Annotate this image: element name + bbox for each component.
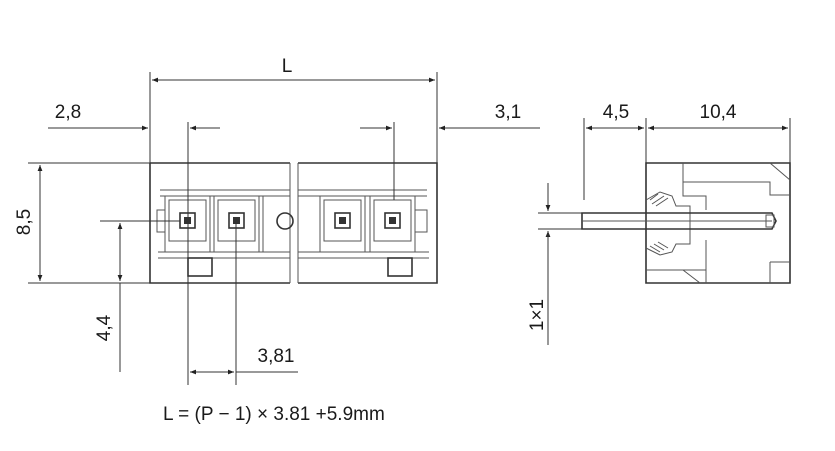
dimension-8-5: 8,5 <box>14 162 150 284</box>
dimension-4-4: 4,4 <box>94 220 180 372</box>
pin-cell-partial <box>262 195 291 253</box>
dimension-3-81: 3,81 <box>190 221 298 385</box>
pin-cell <box>369 195 416 253</box>
bottom-rail <box>158 251 429 259</box>
dimension-2-8: 2,8 <box>48 102 220 385</box>
dim-label-8-5: 8,5 <box>14 209 35 235</box>
end-cap-right <box>414 209 428 233</box>
pin-cell-partial <box>297 195 321 253</box>
dim-label-3-1: 3,1 <box>495 102 521 123</box>
side-view <box>581 162 791 284</box>
top-rail <box>160 189 427 197</box>
dimension-1x1: 1×1 <box>527 183 582 345</box>
housing-foot-right <box>387 257 413 277</box>
dim-label-4-4: 4,4 <box>94 314 115 341</box>
side-latch-hatch <box>645 191 691 256</box>
length-formula: L = (P − 1) × 3.81 +5.9mm <box>163 404 385 425</box>
side-pin-tip <box>765 214 775 228</box>
dimension-4-5: 4,5 <box>583 102 647 200</box>
side-bottom-detail <box>646 240 790 284</box>
pin-cell <box>319 195 366 253</box>
dim-label-10-4: 10,4 <box>700 102 737 123</box>
dimension-10-4: 10,4 <box>648 102 791 163</box>
housing-left-half <box>149 162 290 284</box>
dimension-L: L <box>149 56 438 163</box>
dim-label-2-8: 2,8 <box>55 102 81 123</box>
dim-label-4-5: 4,5 <box>603 102 629 123</box>
housing-right-half <box>298 162 438 284</box>
side-hatch-lines <box>649 193 669 253</box>
side-housing <box>645 162 791 284</box>
break-mark <box>289 163 299 283</box>
dimension-3-1: 3,1 <box>360 102 540 200</box>
polarization-circle <box>276 212 294 230</box>
housing-foot-left <box>187 257 213 277</box>
dim-label-1x1: 1×1 <box>527 299 548 331</box>
dim-label-L: L <box>282 56 293 77</box>
side-top-detail <box>682 162 791 210</box>
dim-label-3-81: 3,81 <box>258 346 295 367</box>
